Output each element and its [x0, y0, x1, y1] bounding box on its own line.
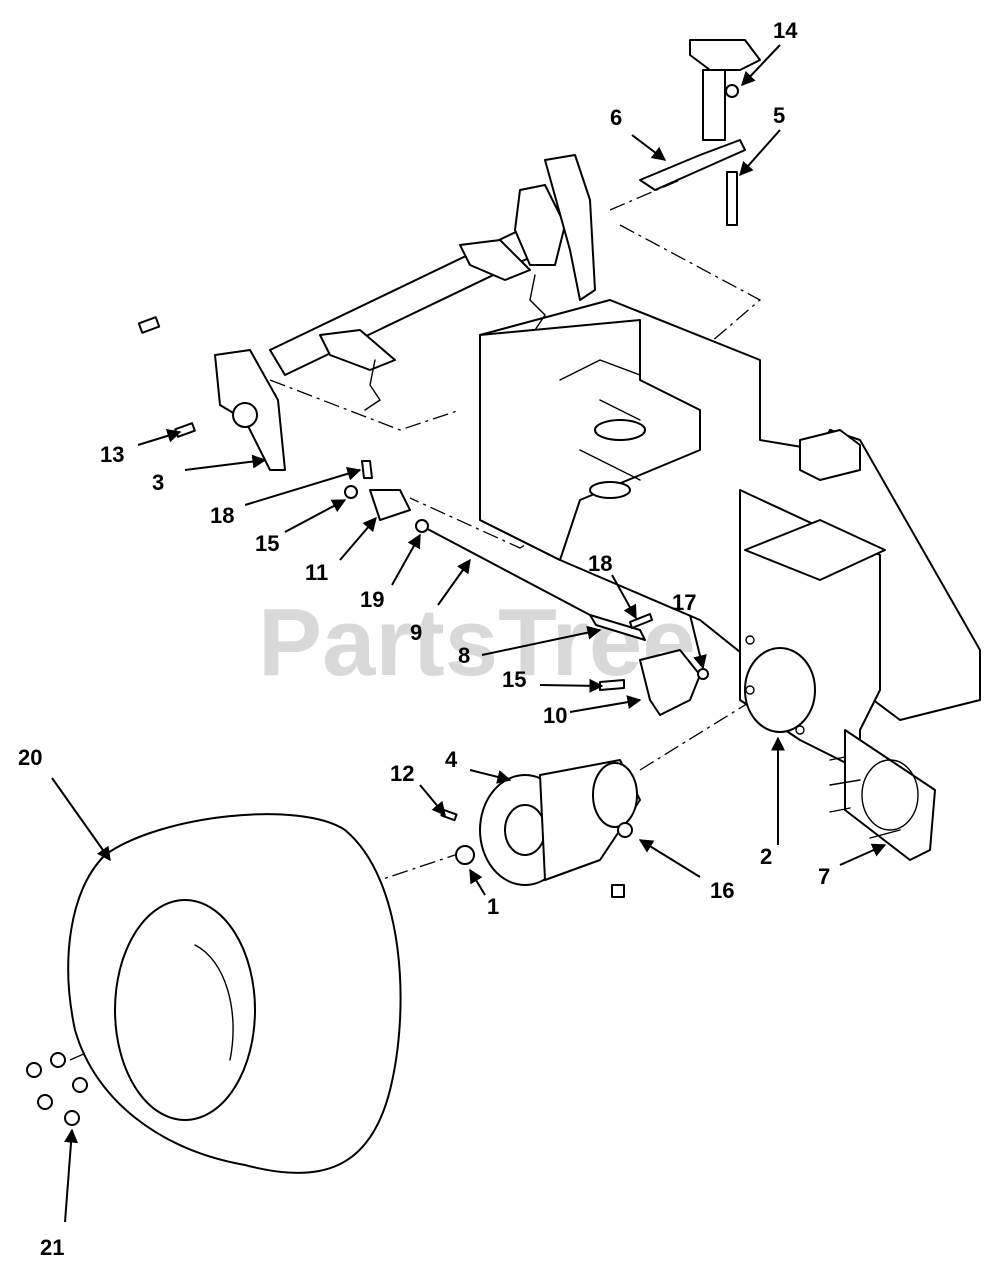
- callout-13: 13: [100, 442, 124, 467]
- callout-19: 19: [360, 587, 384, 612]
- callout-1: 1: [487, 894, 499, 919]
- shift-bracket: [639, 649, 701, 716]
- callout-10: 10: [543, 703, 567, 728]
- linkage-rod: [369, 489, 646, 641]
- steering-column: [639, 39, 761, 191]
- callout-4: 4: [445, 747, 458, 772]
- callout-14: 14: [773, 18, 798, 43]
- wheel-motor-hub: [455, 759, 641, 898]
- callout-12: 12: [390, 761, 414, 786]
- callout-8: 8: [458, 643, 470, 668]
- callout-9: 9: [410, 620, 422, 645]
- adapter-plate: [829, 729, 936, 861]
- callout-3: 3: [152, 470, 164, 495]
- callout-20: 20: [18, 745, 42, 770]
- watermark-text: PartsTree: [258, 589, 696, 696]
- callout-2: 2: [760, 844, 772, 869]
- callout-16: 16: [710, 878, 734, 903]
- callout-18-left: 18: [210, 503, 234, 528]
- callout-11: 11: [305, 560, 328, 585]
- callout-21: 21: [40, 1235, 64, 1260]
- callout-7: 7: [818, 864, 830, 889]
- callout-15-right: 15: [502, 667, 526, 692]
- lug-nuts: [26, 1052, 88, 1126]
- callout-18-right: 18: [588, 551, 612, 576]
- callout-leaders: [51, 44, 887, 1223]
- front-axle: [214, 154, 596, 471]
- callout-labels: 20 21 1 2 3 4 5 6 7 8 9 10 11 12 13 14 1…: [18, 18, 830, 1260]
- callout-17: 17: [672, 590, 696, 615]
- callout-5: 5: [773, 103, 785, 128]
- callout-6: 6: [610, 105, 622, 130]
- callout-15-left: 15: [255, 531, 279, 556]
- tire-wheel: [67, 813, 402, 1174]
